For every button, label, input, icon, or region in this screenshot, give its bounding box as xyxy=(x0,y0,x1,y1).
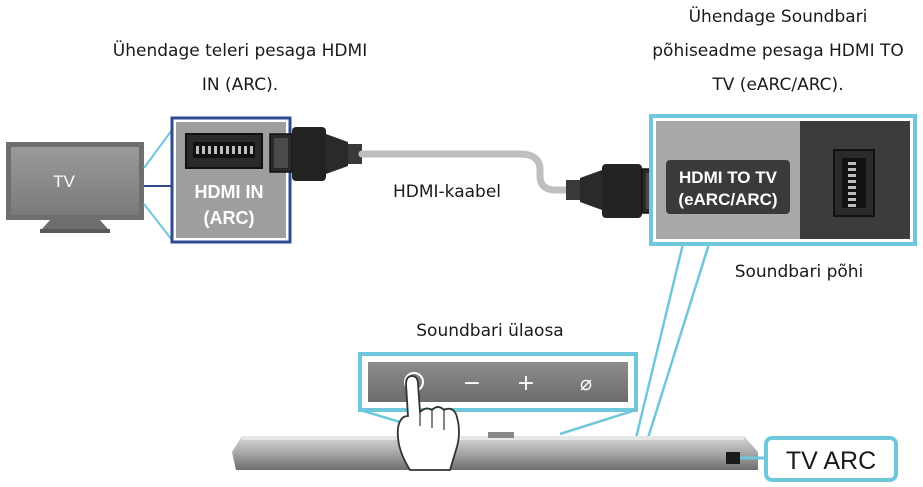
cable-label: HDMI-kaabel xyxy=(392,182,502,202)
hdmi-cable xyxy=(358,150,570,194)
tv-instruction-line-1: Ühendage teleri pesaga HDMI xyxy=(112,41,368,61)
tv-label: TV xyxy=(53,172,75,191)
soundbar-port-label-1: HDMI TO TV xyxy=(679,168,778,187)
hdmi-pin xyxy=(208,146,211,154)
tv-arc-label: TV ARC xyxy=(786,447,876,475)
hdmi-pin xyxy=(238,146,241,154)
hdmi-pin xyxy=(848,162,856,165)
hdmi-pin xyxy=(196,146,199,154)
soundbar-back-label: Soundbari põhi xyxy=(734,262,864,282)
soundbar-body xyxy=(232,432,758,470)
hdmi-pin xyxy=(250,146,253,154)
hdmi-pin xyxy=(220,146,223,154)
soundbar-instruction: Ühendage Soundbari põhiseadme pesaga HDM… xyxy=(628,0,923,102)
tv-instruction-line-2: IN (ARC). xyxy=(201,75,279,95)
soundbar-back-callout: HDMI TO TV (eARC/ARC) xyxy=(649,114,917,246)
tv-arc-badge: TV ARC xyxy=(764,436,898,482)
tv-instruction: Ühendage teleri pesaga HDMI IN (ARC). xyxy=(92,34,388,102)
tv-port-label-2: (ARC) xyxy=(204,208,255,228)
hdmi-pin xyxy=(848,180,856,183)
hdmi-pin xyxy=(848,198,856,201)
soundbar-top-label: Soundbari ülaosa xyxy=(416,321,564,341)
tv-port-label-1: HDMI IN xyxy=(195,182,264,202)
hand-icon xyxy=(396,375,460,471)
hdmi-plug-tv xyxy=(269,127,362,181)
hdmi-pin xyxy=(848,168,856,171)
hdmi-pin xyxy=(848,192,856,195)
tv-icon: TV xyxy=(6,142,144,233)
hdmi-pin xyxy=(202,146,205,154)
volume-down-button: − xyxy=(463,371,481,396)
hdmi-pin xyxy=(214,146,217,154)
soundbar-instruction-line-2: põhiseadme pesaga HDMI TO xyxy=(652,41,904,61)
tv-hdmi-port-callout: HDMI IN (ARC) xyxy=(170,116,292,244)
soundbar-instruction-line-1: Ühendage Soundbari xyxy=(688,7,868,27)
hdmi-pin xyxy=(848,204,856,207)
hdmi-pin xyxy=(244,146,247,154)
soundbar-instruction-line-3: TV (eARC/ARC). xyxy=(712,75,844,95)
soundbar-port-label-2: (eARC/ARC) xyxy=(678,190,777,209)
volume-up-button: + xyxy=(517,371,535,396)
hdmi-pin xyxy=(232,146,235,154)
mic-off-button: ⌀ xyxy=(580,371,592,395)
hdmi-pin xyxy=(848,174,856,177)
hdmi-pin xyxy=(848,186,856,189)
hdmi-pin xyxy=(226,146,229,154)
soundbar-top-callout: − + ⌀ xyxy=(358,352,638,412)
